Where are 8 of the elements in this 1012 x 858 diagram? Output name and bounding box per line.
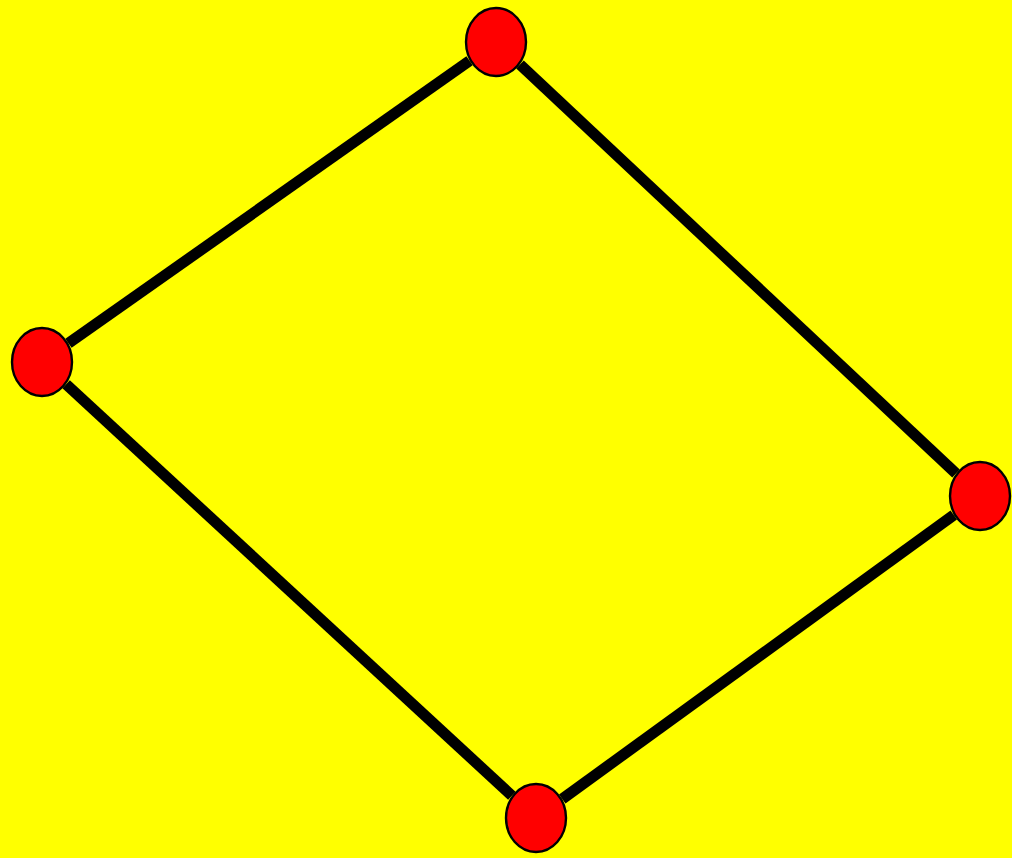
dot [504, 782, 568, 854]
dot [464, 6, 528, 78]
line [65, 56, 473, 348]
dot [10, 326, 74, 398]
line [559, 510, 957, 804]
line [62, 380, 516, 800]
line [516, 60, 960, 478]
dot [948, 460, 1012, 532]
